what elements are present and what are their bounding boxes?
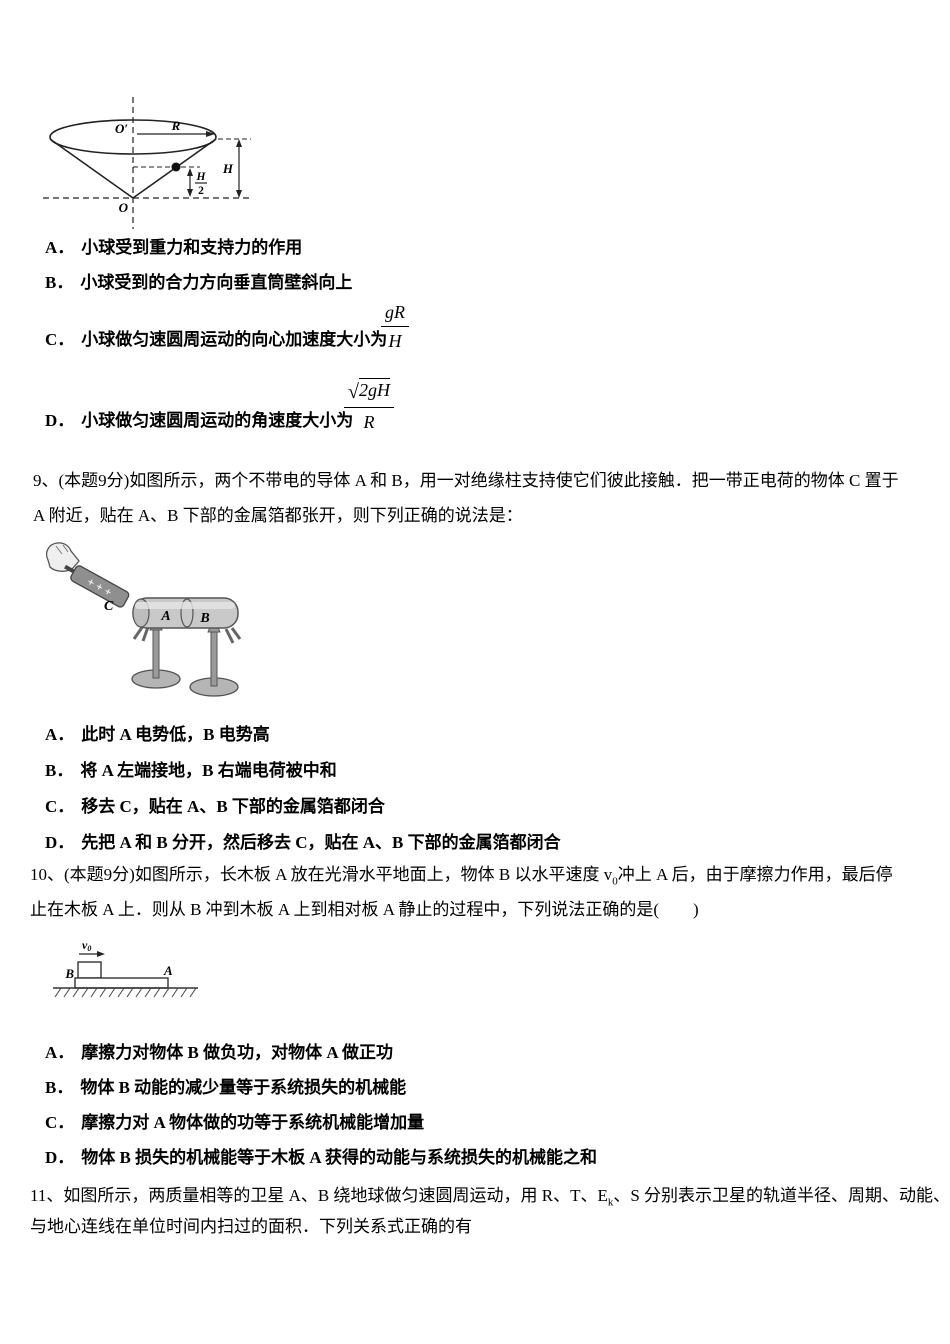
apex-label: O xyxy=(119,200,129,215)
conductor-a-label: A xyxy=(160,609,170,624)
q8-option-d-radical-icon: √ xyxy=(348,381,359,403)
radius-label: R xyxy=(171,118,181,133)
q10-option-b-label: B． xyxy=(45,1078,74,1097)
q8-option-c-frac-num: gR xyxy=(381,301,409,327)
q9-option-c-text: 移去 C，贴在 A、B 下部的金属箔都闭合 xyxy=(81,797,385,816)
board-block-figure-svg: v0 B A xyxy=(53,938,198,998)
q10-option-b: B． 物体 B 动能的减少量等于系统损失的机械能 xyxy=(45,1076,406,1100)
radius-arrowhead-icon xyxy=(206,131,215,137)
q9-option-d-label: D． xyxy=(45,833,75,852)
q11-stem-line2: 与地心连线在单位时间内扫过的面积．下列关系式正确的有 xyxy=(30,1217,472,1236)
q9-option-d: D． 先把 A 和 B 分开，然后移去 C，贴在 A、B 下部的金属箔都闭合 xyxy=(45,831,561,855)
q9-stem-line1: 9、(本题9分)如图所示，两个不带电的导体 A 和 B，用一对绝缘柱支持使它们彼… xyxy=(33,471,899,490)
q10-stem-line2: 止在木板 A 上．则从 B 冲到木板 A 上到相对板 A 静止的过程中，下列说法… xyxy=(30,900,699,919)
cone-rim-ellipse xyxy=(49,119,217,155)
q8-option-b: B． 小球受到的合力方向垂直筒壁斜向上 xyxy=(45,271,352,295)
q11-stem-ek-subscript: k xyxy=(607,1196,614,1209)
q10-option-d: D． 物体 B 损失的机械能等于木板 A 获得的动能与系统损失的机械能之和 xyxy=(45,1146,597,1170)
board-a xyxy=(74,977,169,989)
half-height-denominator: 2 xyxy=(198,185,204,197)
q11-stem-line1: 11、如图所示，两质量相等的卫星 A、B 绕地球做匀速圆周运动，用 R、T、Ek… xyxy=(30,1184,950,1214)
ball-icon xyxy=(171,162,181,172)
q11-stem-line1-post: 、S 分别表示卫星的轨道半径、周期、动能、 xyxy=(613,1186,950,1205)
q8-option-c-fraction: gR H xyxy=(381,301,409,350)
q8-option-b-text: 小球受到的合力方向垂直筒壁斜向上 xyxy=(80,273,353,292)
q8-option-a: A． 小球受到重力和支持力的作用 xyxy=(45,236,302,260)
q9-option-b-text: 将 A 左端接地，B 右端电荷被中和 xyxy=(80,761,337,780)
q8-option-c-label: C． xyxy=(45,330,75,349)
foil-a-right-leaf xyxy=(141,626,150,642)
q9-option-b: B． 将 A 左端接地，B 右端电荷被中和 xyxy=(45,759,337,783)
q9-option-a-label: A． xyxy=(45,725,75,744)
conductor-b-label: B xyxy=(199,611,209,626)
half-height-numerator: H xyxy=(196,171,207,183)
foil-b-right-leaf xyxy=(230,627,242,640)
left-stand-post xyxy=(152,629,160,679)
q8-option-c-frac-den: H xyxy=(388,331,402,351)
q8-option-d-frac-den: R xyxy=(363,412,375,432)
hand-icon xyxy=(45,542,80,572)
q10-stem-line1-post: 冲上 A 后，由于摩擦力作用，最后停 xyxy=(617,865,893,884)
q8-option-b-label: B． xyxy=(45,273,74,292)
q11-stem-line1-pre: 11、如图所示，两质量相等的卫星 A、B 绕地球做匀速圆周运动，用 R、T、E xyxy=(30,1186,608,1205)
hand-finger-lines xyxy=(55,544,69,555)
q10-stem-line1-pre: 10、(本题9分)如图所示，长木板 A 放在光滑水平地面上，物体 B 以水平速度… xyxy=(30,865,613,884)
board-a-label: A xyxy=(163,963,173,978)
q10-stem-line1: 10、(本题9分)如图所示，长木板 A 放在光滑水平地面上，物体 B 以水平速度… xyxy=(30,863,893,893)
q9-option-d-text: 先把 A 和 B 分开，然后移去 C，贴在 A、B 下部的金属箔都闭合 xyxy=(81,833,561,852)
q10-option-a-label: A． xyxy=(45,1043,75,1062)
q8-option-d-text: 小球做匀速圆周运动的角速度大小为 xyxy=(81,411,354,430)
q9-option-c-label: C． xyxy=(45,797,75,816)
q8-option-a-label: A． xyxy=(45,238,75,257)
q9-option-a-text: 此时 A 电势低，B 电势高 xyxy=(81,725,270,744)
foil-b-left-leaf xyxy=(224,628,235,644)
q8-option-d-label: D． xyxy=(45,411,75,430)
velocity-arrowhead-icon xyxy=(97,951,105,957)
height-arrowhead-top-icon xyxy=(236,139,242,147)
q8-option-c-text: 小球做匀速圆周运动的向心加速度大小为 xyxy=(81,330,388,349)
q10-option-c: C． 摩擦力对 A 物体做的功等于系统机械能增加量 xyxy=(45,1111,424,1135)
q9-option-b-label: B． xyxy=(45,761,74,780)
q10-option-a-text: 摩擦力对物体 B 做负功，对物体 A 做正功 xyxy=(81,1043,393,1062)
board-block-figure: v0 B A xyxy=(48,937,213,1003)
height-label: H xyxy=(222,161,234,176)
conductor-junction xyxy=(180,598,194,628)
q8-option-d: D． 小球做匀速圆周运动的角速度大小为 xyxy=(45,409,353,433)
charged-rod-handle xyxy=(64,564,75,574)
half-height-arrowhead-bottom-icon xyxy=(187,189,193,197)
charged-rod-label: C xyxy=(104,599,114,614)
q10-stem-v-subscript: 0 xyxy=(612,875,618,888)
q9-option-a: A． 此时 A 电势低，B 电势高 xyxy=(45,723,270,747)
q10-option-c-text: 摩擦力对 A 物体做的功等于系统机械能增加量 xyxy=(81,1113,425,1132)
block-b-label: B xyxy=(64,966,74,981)
velocity-label: v0 xyxy=(82,938,91,953)
q10-option-a: A． 摩擦力对物体 B 做负功，对物体 A 做正功 xyxy=(45,1041,393,1065)
half-height-arrowhead-top-icon xyxy=(187,168,193,176)
q9-stem-line2: A 附近，贴在 A、B 下部的金属箔都张开，则下列正确的说法是： xyxy=(33,506,523,525)
height-arrowhead-bottom-icon xyxy=(236,190,242,198)
cone-left-side xyxy=(49,138,134,199)
conductors-figure: A B + + + C xyxy=(42,540,252,710)
q10-option-c-label: C． xyxy=(45,1113,75,1132)
foil-a-left-leaf xyxy=(132,625,145,640)
top-center-label: O′ xyxy=(115,121,128,136)
cone-figure-svg: R O′ H 2 H O xyxy=(43,97,251,229)
q8-option-d-fraction: √2gH R xyxy=(344,378,394,432)
right-stand-post xyxy=(210,631,218,687)
q10-option-d-text: 物体 B 损失的机械能等于木板 A 获得的动能与系统损失的机械能之和 xyxy=(81,1148,597,1167)
q8-option-a-text: 小球受到重力和支持力的作用 xyxy=(81,238,303,257)
q10-option-b-text: 物体 B 动能的减少量等于系统损失的机械能 xyxy=(80,1078,407,1097)
q9-option-c: C． 移去 C，贴在 A、B 下部的金属箔都闭合 xyxy=(45,795,385,819)
q8-option-d-frac-num: 2gH xyxy=(358,378,390,400)
conductor-highlight xyxy=(135,602,235,609)
q8-option-c: C． 小球做匀速圆周运动的向心加速度大小为 xyxy=(45,328,387,352)
ground-hatching xyxy=(54,987,197,998)
block-b xyxy=(77,961,102,979)
conductors-figure-svg: A B + + + C xyxy=(45,542,242,697)
cone-figure: R O′ H 2 H O xyxy=(38,93,258,233)
q10-option-d-label: D． xyxy=(45,1148,75,1167)
